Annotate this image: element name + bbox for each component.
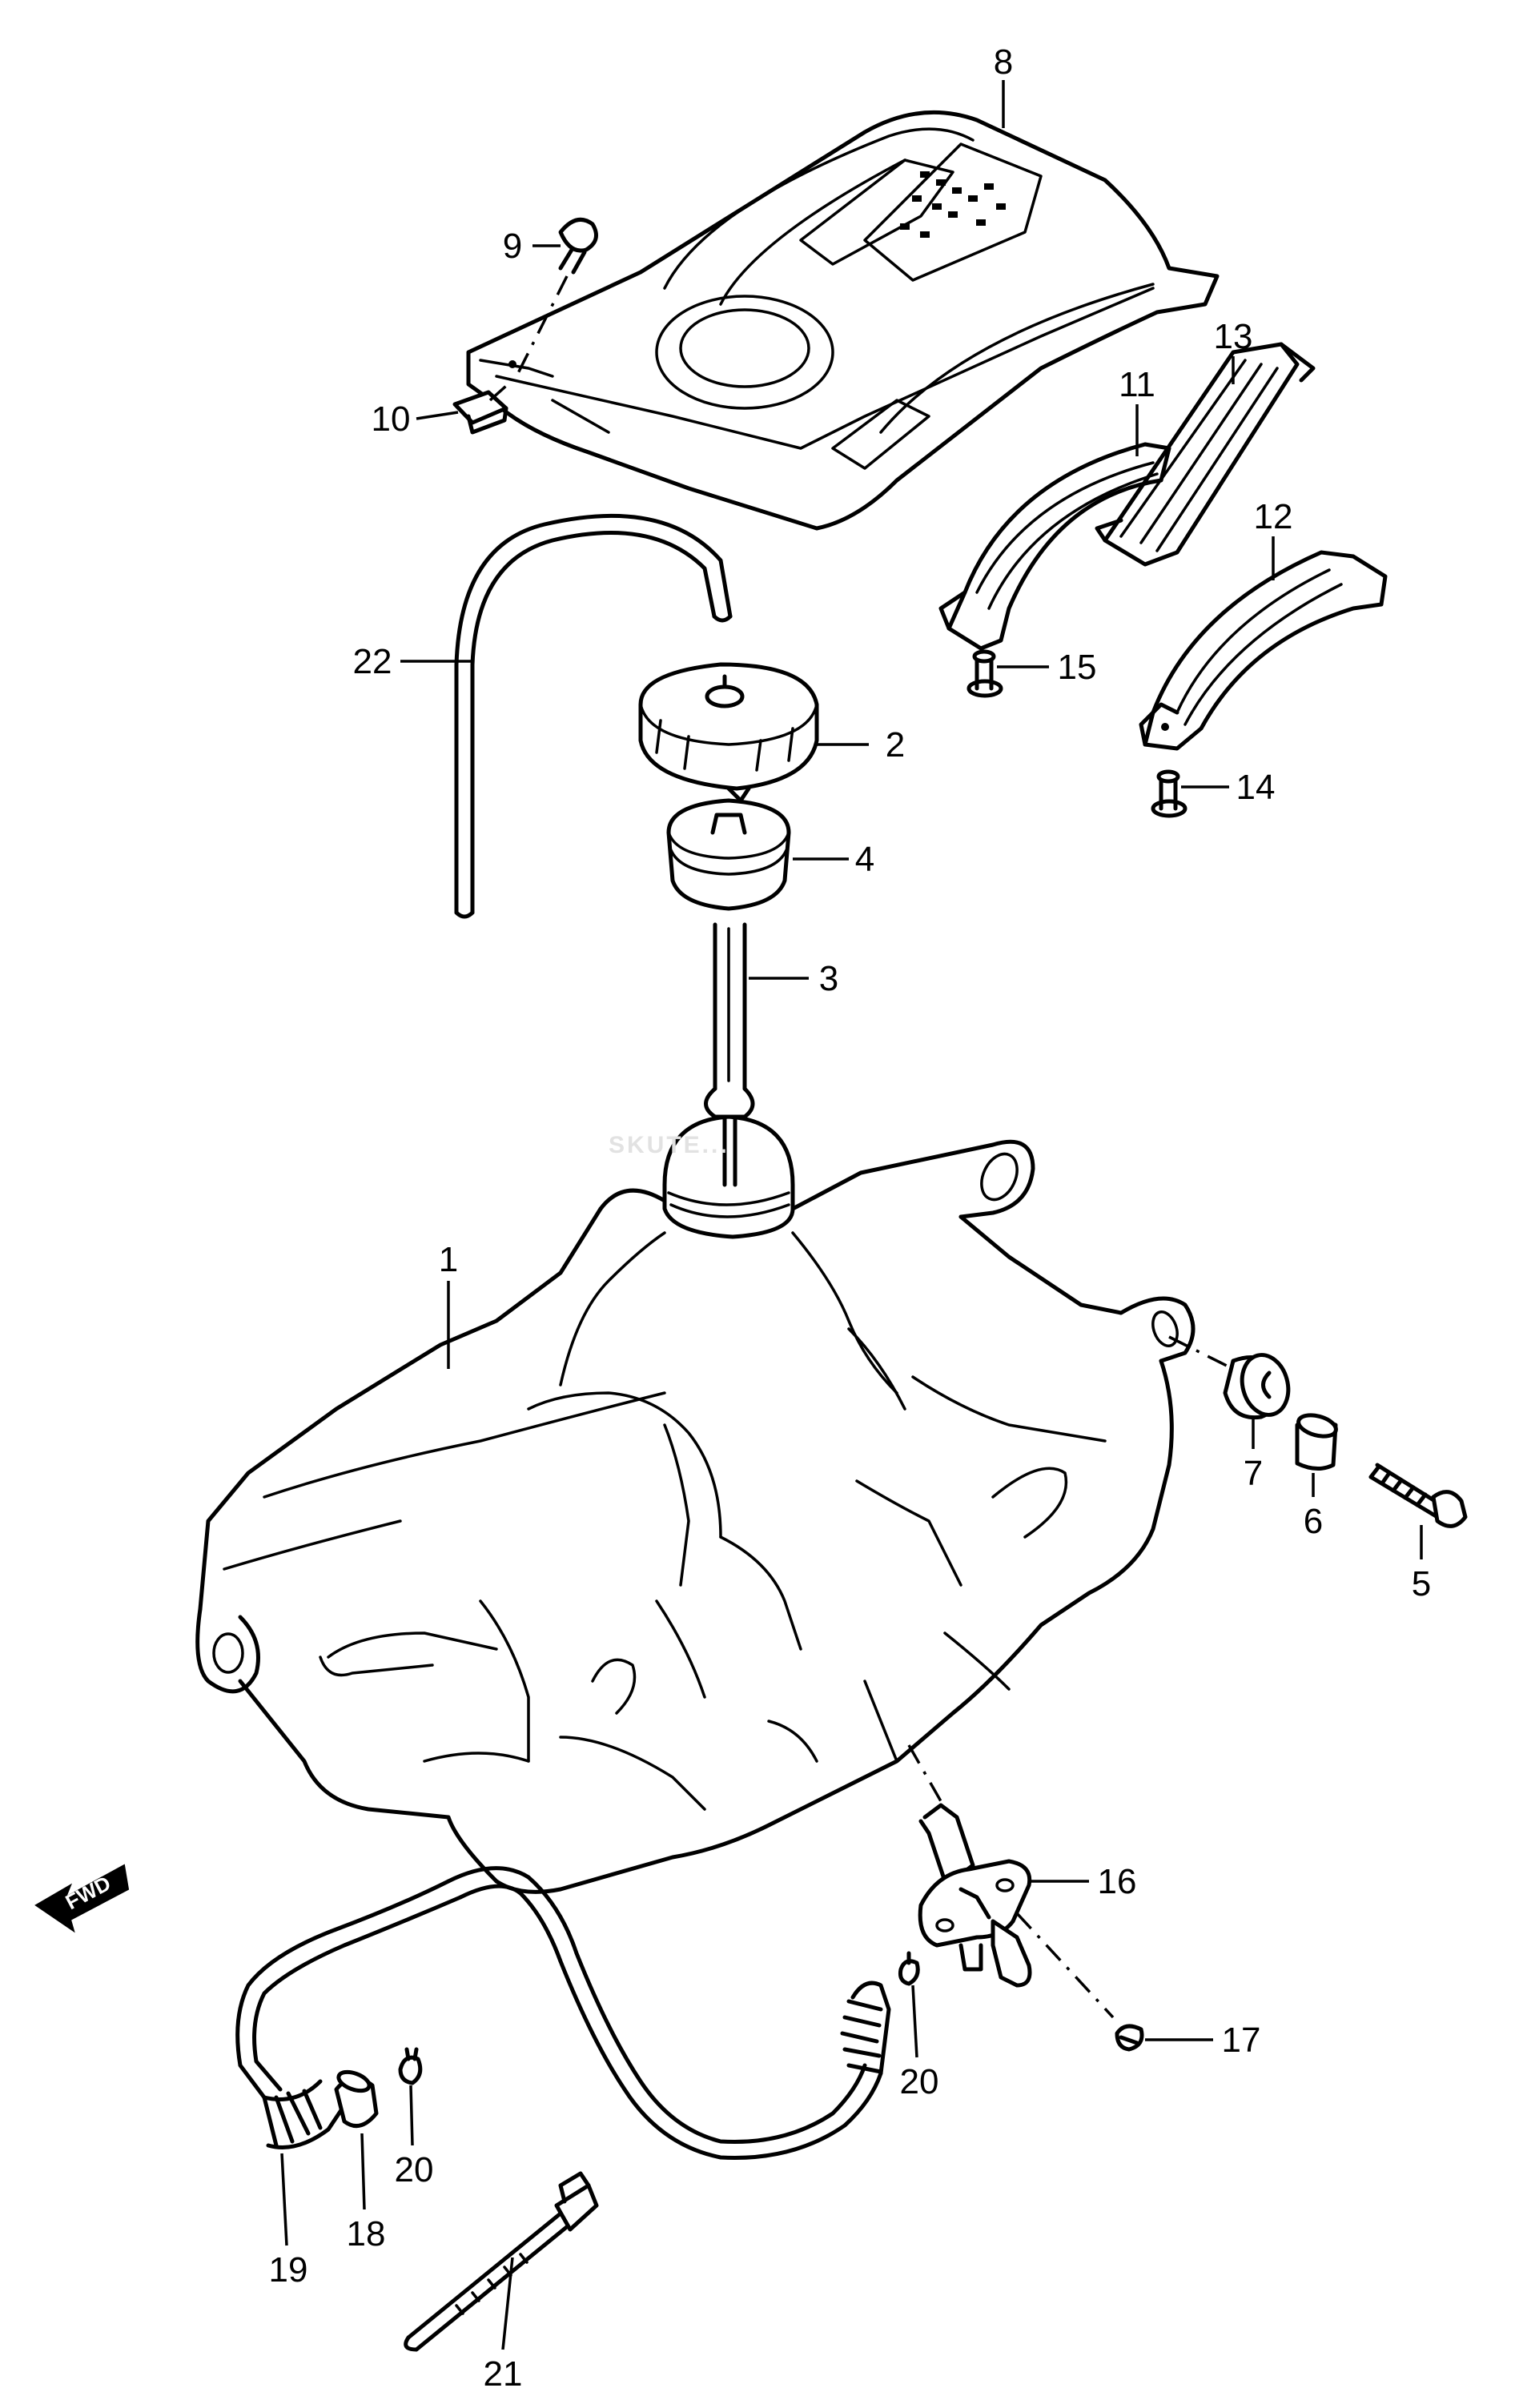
- callout-21: 21: [484, 2354, 523, 2394]
- callout-11: 11: [1119, 365, 1155, 404]
- fwd-direction-arrow: FWD: [34, 1864, 130, 1933]
- callout-16: 16: [1098, 1862, 1137, 1901]
- part-12-bracket[interactable]: [1139, 550, 1388, 751]
- callout-5: 5: [1412, 1564, 1431, 1603]
- part-5-bolt[interactable]: [1368, 1463, 1468, 1528]
- part-7-grommet[interactable]: [1168, 1335, 1295, 1420]
- part-20-clamp-right[interactable]: [898, 1951, 920, 1986]
- callout-22: 22: [353, 642, 392, 681]
- callout-13: 13: [1214, 317, 1253, 356]
- part-2-fuel-cap[interactable]: [638, 662, 819, 803]
- part-18-hose-joint[interactable]: [334, 2069, 379, 2129]
- part-21-cable-tie[interactable]: [404, 2171, 599, 2352]
- callout-18: 18: [347, 2214, 386, 2253]
- part-6-collar[interactable]: [1295, 1411, 1339, 1471]
- leader-lines: [280, 80, 1423, 2350]
- part-4-filler-ring[interactable]: [666, 798, 791, 911]
- callout-7: 7: [1244, 1454, 1263, 1493]
- callout-9: 9: [503, 227, 522, 266]
- part-13-strap[interactable]: [1095, 342, 1316, 567]
- callout-6: 6: [1304, 1502, 1323, 1541]
- part-8-tank-cover[interactable]: [466, 110, 1220, 531]
- callout-17: 17: [1222, 2021, 1261, 2060]
- part-10-clip-nut[interactable]: [452, 379, 514, 435]
- callout-14: 14: [1236, 768, 1276, 807]
- part-19-fuel-hose[interactable]: [235, 1866, 891, 2160]
- part-11-bracket[interactable]: [938, 442, 1171, 651]
- part-20-clamp-left[interactable]: [398, 2047, 423, 2085]
- callout-20-right: 20: [900, 2062, 939, 2101]
- callout-4: 4: [855, 840, 874, 879]
- callout-19: 19: [269, 2250, 308, 2290]
- part-22-breather-hose[interactable]: [454, 513, 733, 919]
- part-15-bolt[interactable]: [966, 649, 1003, 698]
- part-17-screw[interactable]: [1015, 1912, 1144, 2052]
- callout-3: 3: [819, 959, 838, 998]
- callout-20-left: 20: [395, 2150, 434, 2189]
- part-1-fuel-tank[interactable]: [195, 1114, 1196, 1894]
- watermark: SKUTE...: [609, 1132, 729, 1158]
- callout-labels: 8 9 10 13 11 12 22 2 15 14 4 3 1 7 6 5 1…: [269, 42, 1432, 2394]
- part-9-screw[interactable]: [515, 217, 598, 377]
- part-14-bolt[interactable]: [1151, 769, 1187, 818]
- callout-10: 10: [372, 399, 411, 439]
- callout-1: 1: [439, 1240, 458, 1279]
- callout-12: 12: [1254, 497, 1293, 536]
- callout-2: 2: [886, 725, 905, 765]
- callout-15: 15: [1058, 648, 1097, 687]
- part-16-fuel-valve[interactable]: [907, 1744, 1032, 1988]
- callout-8: 8: [994, 42, 1013, 82]
